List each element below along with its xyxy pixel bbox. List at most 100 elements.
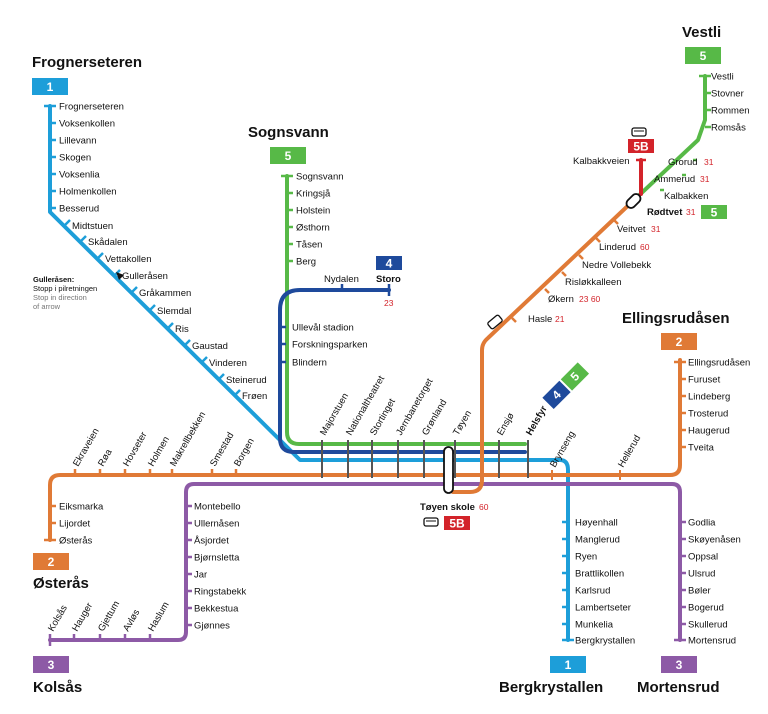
bus-connection: 31 (651, 224, 661, 234)
station-label: Helsfyr (524, 404, 550, 438)
station-label: Ensjø (495, 411, 517, 438)
station-label: Bekkestua (194, 604, 239, 615)
station-label: Jar (194, 570, 207, 581)
station-label: Bjørnsletta (194, 553, 240, 564)
line-3-badge: 3 (33, 656, 69, 673)
station-label: Gjønnes (194, 621, 230, 632)
toyen-skole-bus: 60 (479, 502, 489, 512)
line-5-badge: 5 (270, 147, 306, 164)
station-label: Hauger (70, 601, 95, 633)
station-label: Forskningsparken (292, 340, 368, 351)
note-gullerasen-en2: of arrow (33, 302, 61, 311)
station-label: Lijordet (59, 519, 91, 530)
svg-text:3: 3 (48, 658, 55, 672)
terminal-vestli: Vestli (682, 24, 721, 41)
line-5-east-orange-path (451, 198, 636, 494)
station-label: Munkelia (575, 620, 614, 631)
station-label: Lillevann (59, 136, 97, 147)
bus-icon (631, 127, 647, 137)
station-label: Besserud (59, 204, 99, 215)
station-label: Brattlikollen (575, 569, 624, 580)
station-label: Sognsvann (296, 172, 344, 183)
line-1-badge: 1 (32, 78, 68, 95)
terminal-frognerseteren: Frognerseteren (32, 54, 142, 71)
station-label: Ris (175, 324, 189, 335)
station-label: Risløkkalleen (565, 277, 622, 288)
station-tick (166, 322, 174, 330)
line-3-badge: 3 (661, 656, 697, 673)
line-1-badge: 1 (550, 656, 586, 673)
station-storo: Storo (376, 274, 401, 285)
station-tick (578, 254, 584, 260)
bus-connection: 31 (704, 157, 714, 167)
svg-text:5B: 5B (449, 517, 465, 531)
station-label: Brynseng (548, 429, 578, 469)
station-label: Veitvet (617, 224, 646, 235)
station-label: Avløs (121, 607, 142, 633)
station-label: Blindern (292, 358, 327, 369)
station-label: Linderud (599, 242, 636, 253)
station-label: Lindeberg (688, 392, 730, 403)
interchange-rodtvet (625, 193, 642, 209)
terminal-ellingsrudasen: Ellingsrudåsen (622, 310, 730, 327)
station-label: Lambertseter (575, 603, 631, 614)
station-label: Skullerud (688, 620, 728, 631)
station-label: Montebello (194, 502, 240, 513)
station-tick (217, 373, 225, 381)
station-toyen-skole: Tøyen skole (420, 502, 475, 513)
terminal-kolsas: Kolsås (33, 679, 82, 696)
station-tick (233, 389, 241, 397)
line-4-badge: 4 (376, 256, 402, 271)
station-ticks (44, 74, 711, 646)
station-labels: FrognerseterenVoksenkollenLillevannSkoge… (46, 72, 750, 647)
line-2-path (48, 358, 682, 542)
station-label: Romsås (711, 123, 746, 134)
station-kalbakkveien: Kalbakkveien (573, 156, 630, 167)
station-tick (613, 219, 619, 225)
line-1-path (48, 104, 570, 642)
station-label: Bergkrystallen (575, 636, 635, 647)
station-label: Haugerud (688, 426, 730, 437)
station-label: Vettakollen (105, 254, 151, 265)
station-label: Godlia (688, 518, 716, 529)
station-label: Røa (96, 447, 115, 469)
station-label: Grønland (420, 398, 449, 438)
station-tick (63, 219, 71, 227)
line-paths (48, 74, 707, 642)
station-label: Økern (548, 294, 574, 305)
station-tick (511, 317, 517, 323)
station-label: Berg (296, 257, 316, 268)
station-label: Furuset (688, 375, 721, 386)
station-tick (79, 235, 87, 243)
bus-connection: 31 (686, 207, 696, 217)
station-label: Steinerud (226, 375, 267, 386)
terminal-mortensrud: Mortensrud (637, 679, 720, 696)
station-label: Voksenkollen (59, 119, 115, 130)
note-gullerasen-title: Gulleråsen: (33, 275, 74, 284)
station-label: Ullernåsen (194, 519, 239, 530)
station-label: Nedre Vollebekk (582, 260, 651, 271)
bus-connection: 60 (640, 242, 650, 252)
station-label: Rommen (711, 106, 750, 117)
station-label: Ullevål stadion (292, 323, 354, 334)
station-label: Ryen (575, 552, 597, 563)
svg-text:4: 4 (386, 257, 393, 271)
station-label: Stovner (711, 89, 744, 100)
note-gullerasen-no: Stopp i pilretningen (33, 284, 97, 293)
svg-text:5: 5 (700, 49, 707, 63)
station-label: Ringstabekk (194, 587, 247, 598)
station-label: Karlsrud (575, 586, 610, 597)
station-label: Gaustad (192, 341, 228, 352)
station-label: Vinderen (209, 358, 247, 369)
station-label: Holmenkollen (59, 187, 117, 198)
bus-icon (423, 517, 439, 527)
station-label: Østerås (59, 536, 93, 547)
terminal-sognsvann: Sognsvann (248, 124, 329, 141)
station-tick (130, 286, 138, 294)
svg-text:5B: 5B (633, 140, 649, 154)
bus-5b-badge: 5B (628, 139, 654, 154)
station-label: Åsjordet (194, 536, 229, 547)
